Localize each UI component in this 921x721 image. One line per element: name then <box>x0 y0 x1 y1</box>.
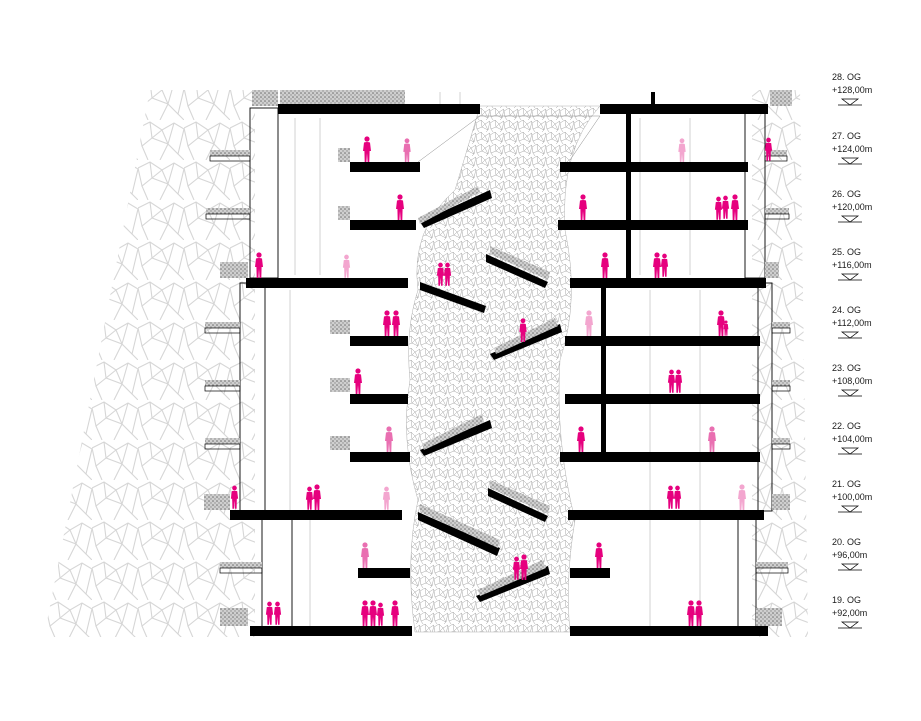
level-elevation: +96,00m <box>832 550 867 560</box>
balconies <box>204 150 791 574</box>
level-marker: 21. OG +100,00m <box>832 479 872 513</box>
level-elevation: +124,00m <box>832 144 872 154</box>
level-elevation: +108,00m <box>832 376 872 386</box>
level-name: 28. OG <box>832 72 861 82</box>
right-mesh <box>752 90 808 637</box>
level-marker: 22. OG +104,00m <box>832 421 872 455</box>
level-triangle-icon <box>840 215 860 223</box>
level-triangle-icon <box>840 389 860 397</box>
floor-slabs <box>230 92 768 636</box>
level-elevation: +120,00m <box>832 202 872 212</box>
level-name: 22. OG <box>832 421 861 431</box>
level-name: 23. OG <box>832 363 861 373</box>
level-name: 20. OG <box>832 537 861 547</box>
left-mesh <box>44 90 255 637</box>
level-marker: 24. OG +112,00m <box>832 305 872 339</box>
level-marker: 28. OG +128,00m <box>832 72 872 106</box>
atrium-ramps <box>417 115 601 602</box>
level-triangle-icon <box>840 563 860 571</box>
level-elevation: +104,00m <box>832 434 872 444</box>
planters <box>204 90 792 626</box>
level-elevation: +100,00m <box>832 492 872 502</box>
level-name: 24. OG <box>832 305 861 315</box>
level-elevation: +116,00m <box>832 260 872 270</box>
level-elevation: +128,00m <box>832 85 872 95</box>
mullion-lines <box>289 92 701 630</box>
atrium-mesh <box>406 105 601 633</box>
level-marker: 23. OG +108,00m <box>832 363 872 397</box>
level-triangle-icon <box>840 273 860 281</box>
level-name: 21. OG <box>832 479 861 489</box>
level-labels: 28. OG +128,00m 27. OG +124,00m 26. OG +… <box>832 72 872 629</box>
atrium-void-mesh <box>406 105 601 633</box>
level-triangle-icon <box>840 621 860 629</box>
level-elevation: +112,00m <box>832 318 872 328</box>
facade-mesh <box>44 90 808 637</box>
level-triangle-icon <box>840 331 860 339</box>
level-name: 19. OG <box>832 595 861 605</box>
level-triangle-icon <box>840 98 860 106</box>
level-marker: 25. OG +116,00m <box>832 247 872 281</box>
level-marker: 27. OG +124,00m <box>832 131 872 165</box>
level-marker: 20. OG +96,00m <box>832 537 867 571</box>
level-marker: 19. OG +92,00m <box>832 595 867 629</box>
level-name: 25. OG <box>832 247 861 257</box>
level-marker: 26. OG +120,00m <box>832 189 872 223</box>
level-name: 27. OG <box>832 131 861 141</box>
level-triangle-icon <box>840 447 860 455</box>
level-elevation: +92,00m <box>832 608 867 618</box>
level-triangle-icon <box>840 157 860 165</box>
level-triangle-icon <box>840 505 860 513</box>
level-name: 26. OG <box>832 189 861 199</box>
